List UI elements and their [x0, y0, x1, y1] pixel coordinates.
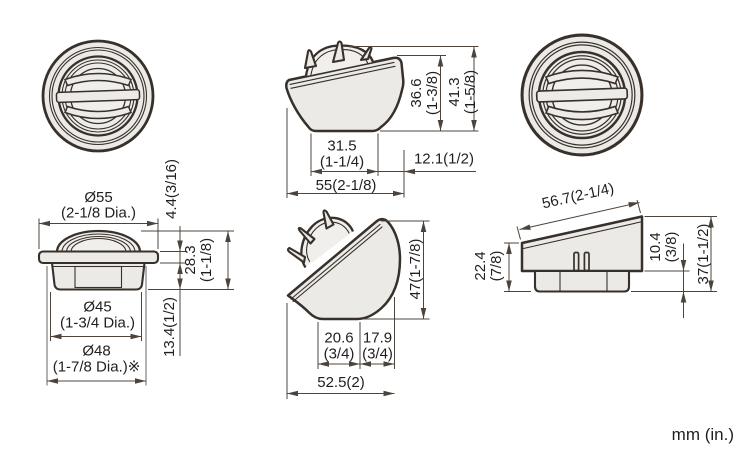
body-outline: [285, 56, 405, 133]
dim-label: (7/8): [488, 251, 505, 282]
front-view-right: [520, 33, 644, 157]
extension-line: [636, 199, 641, 214]
dim-label: 13.4(1/2): [161, 297, 178, 357]
dim-label: 28.3: [182, 245, 199, 274]
dim-label: 17.9: [363, 330, 392, 347]
dim-label: (3/8): [663, 232, 680, 263]
base-outline: [533, 269, 631, 293]
dim-label: (1-3/8): [424, 71, 441, 115]
dim-label: 56.7(2-1/4): [540, 180, 615, 213]
dim-overhang: 12.1(1/2): [378, 150, 476, 198]
dim-rim-height: 4.4(3/16): [160, 159, 186, 264]
dim-total-width: 52.5(2): [286, 303, 395, 399]
dim-label: 41.3: [446, 77, 463, 106]
fin: [286, 246, 307, 264]
dim-left-height: 22.4 (7/8): [472, 242, 531, 292]
dim-total-height: 41.3 (1-5/8): [345, 46, 479, 132]
fin: [331, 40, 346, 64]
side-view: 36.6 (1-3/8) 41.3 (1-5/8) 31.5 (1-1/4) 1…: [285, 40, 479, 198]
dim-label: 37(1-1/2): [695, 224, 712, 285]
fin: [303, 49, 318, 70]
fin: [322, 209, 335, 230]
dim-face-height: 36.6 (1-3/8): [397, 55, 446, 131]
dim-label: Ø48: [82, 343, 110, 360]
dim-label: (3/4): [324, 346, 355, 363]
dim-label: 12.1(1/2): [414, 151, 474, 168]
dim-label: 31.5: [327, 138, 356, 155]
dim-total-height: 37(1-1/2): [644, 216, 717, 292]
dim-label: Ø55: [84, 189, 112, 206]
dim-label: (1-5/8): [462, 70, 479, 114]
body-outline: [286, 218, 402, 321]
dimension-line: [519, 202, 640, 230]
extension-line: [516, 226, 521, 240]
rear-view: 56.7(2-1/4) 22.4 (7/8) 10.4 (3/8): [472, 180, 717, 318]
dim-base-height: 10.4 (3/8): [631, 232, 717, 318]
dim-label: (1-1/8): [198, 238, 215, 282]
dim-base-split: 20.6 (3/4) 17.9 (3/4): [317, 297, 395, 369]
dome-outline: [55, 229, 142, 254]
clip-pin: [583, 251, 590, 272]
tilted-view: 47(1-7/8) 20.6 (3/4) 17.9 (3/4) 52.5(2): [286, 209, 430, 399]
dim-label: 20.6: [324, 330, 353, 347]
dim-depth: 13.4(1/2): [161, 263, 183, 357]
dim-label: (1-3/4 Dia.): [60, 315, 135, 332]
dim-dia-outer: Ø55 (2-1/8 Dia.): [38, 189, 159, 249]
dim-label: 4.4(3/16): [163, 159, 180, 219]
dim-total-width: 55(2-1/8): [286, 108, 404, 198]
flange-outline: [37, 250, 160, 265]
cross-section-view: Ø55 (2-1/8 Dia.) 4.4(3/16) 13.4(1/2) 28.…: [37, 159, 234, 386]
dim-dia-hole: Ø48 (1-7/8 Dia.)※: [46, 266, 147, 386]
dim-label: (1-7/8 Dia.)※: [53, 359, 141, 376]
fin: [297, 227, 316, 245]
dim-dia-body: Ø45 (1-3/4 Dia.): [50, 292, 142, 341]
dim-label: 10.4: [647, 232, 664, 261]
speaker-grille-icon: [41, 39, 155, 153]
speaker-grille-icon: [520, 33, 644, 157]
dim-total-height: 28.3 (1-1/8): [141, 230, 234, 290]
dim-label: 36.6: [408, 78, 425, 107]
dim-label: (1-1/4): [320, 154, 364, 171]
clip-pin: [573, 251, 580, 272]
dim-label: 22.4: [472, 251, 489, 280]
dim-label: 55(2-1/8): [316, 177, 377, 194]
front-view-left: [41, 39, 155, 153]
units-note: mm (in.): [672, 425, 734, 444]
dim-total-height: 47(1-7/8): [363, 220, 430, 320]
dim-base-width: 31.5 (1-1/4): [310, 133, 379, 176]
dim-label: (3/4): [362, 346, 393, 363]
dim-label: Ø45: [83, 299, 111, 316]
dim-label: (2-1/8 Dia.): [61, 205, 136, 222]
dim-label: 47(1-7/8): [407, 239, 424, 300]
dim-label: 52.5(2): [317, 374, 365, 391]
